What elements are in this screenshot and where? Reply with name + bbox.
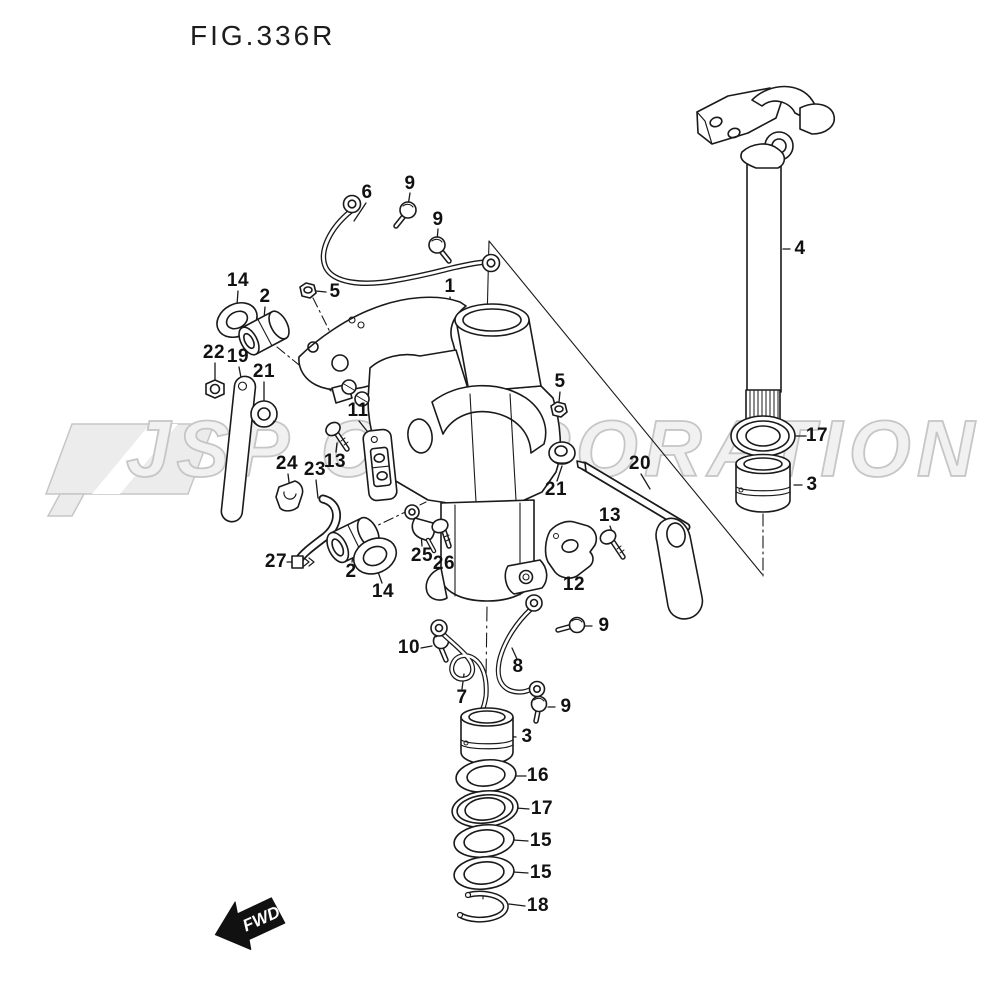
part-9-bolts — [393, 201, 586, 724]
part-8-cable — [495, 594, 546, 698]
part-16-washer — [455, 758, 517, 794]
part-24-clamp — [275, 480, 304, 512]
part-17-washer-upper — [730, 415, 796, 457]
part-6-ground-cable — [320, 194, 501, 286]
part-18-snap-ring — [456, 890, 509, 923]
part-27-grease-nipple — [291, 555, 315, 569]
part-21-grommet-right — [548, 441, 576, 465]
part-2-bushing-left — [238, 310, 290, 356]
part-15-washer-b — [453, 855, 515, 891]
part-7-cable — [430, 619, 489, 711]
fwd-direction-arrow: FWD — [214, 897, 286, 950]
part-12-plate — [544, 520, 598, 579]
part-21-grommet-left — [250, 400, 278, 428]
part-3-bushing-upper — [735, 453, 791, 513]
part-3-bushing-lower — [460, 707, 514, 765]
figure-title: FIG.336R — [190, 20, 336, 51]
jsp-logo — [44, 423, 216, 517]
bracket-screw-heads — [341, 379, 370, 407]
part-17-washer-lower — [451, 789, 519, 829]
part-13-bolt-left — [325, 421, 350, 452]
part-11-plate — [362, 428, 398, 502]
part-4-swivel-shaft — [696, 85, 836, 430]
part-14-washer-mid — [352, 537, 398, 575]
part-23-hook — [293, 494, 341, 566]
part-25-clamp-bolt — [404, 504, 437, 554]
part-1-swivel-bracket — [298, 296, 562, 602]
part-22-nut — [205, 379, 225, 399]
part-26-bolt — [431, 518, 452, 549]
part-15-washer-a — [453, 823, 515, 859]
part-20-tilt-rod — [576, 460, 704, 620]
part-19-strap — [220, 375, 257, 523]
part-5-nuts — [299, 282, 568, 418]
part-13-bolt-right — [599, 529, 626, 560]
